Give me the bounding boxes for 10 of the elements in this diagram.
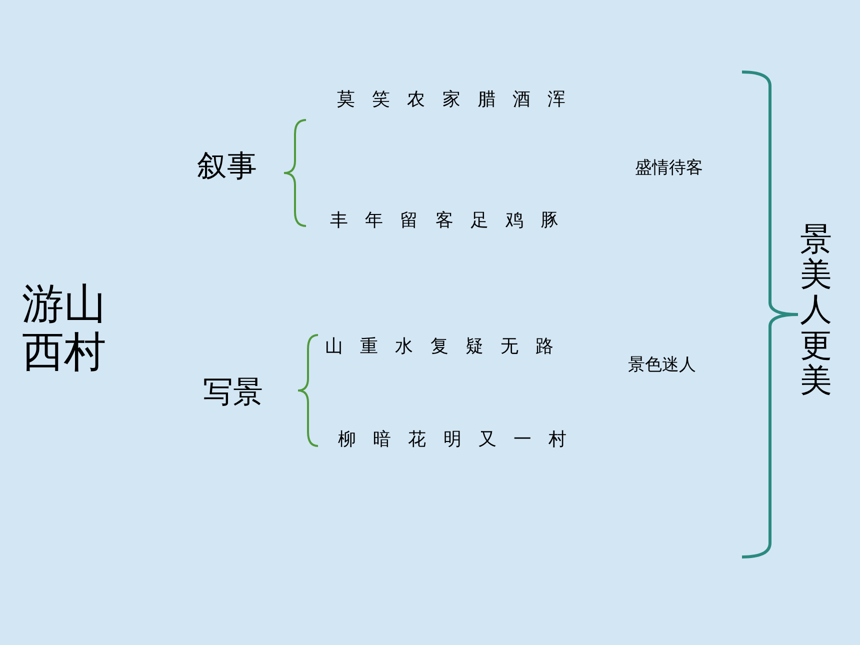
summary-label: 景色迷人 <box>628 356 696 376</box>
summary-label: 盛情待客 <box>635 159 703 179</box>
poem-line: 柳暗花明又一村 <box>338 430 584 451</box>
theme-label: 景美人更美 <box>800 222 832 398</box>
category-label: 写景 <box>203 376 263 410</box>
category-label: 叙事 <box>197 150 257 184</box>
poem-line: 丰年留客足鸡豚 <box>330 211 576 232</box>
poem-line: 山重水复疑无路 <box>325 337 571 358</box>
title-text: 游山西村 <box>22 280 107 377</box>
poem-line: 莫笑农家腊酒浑 <box>337 90 583 111</box>
